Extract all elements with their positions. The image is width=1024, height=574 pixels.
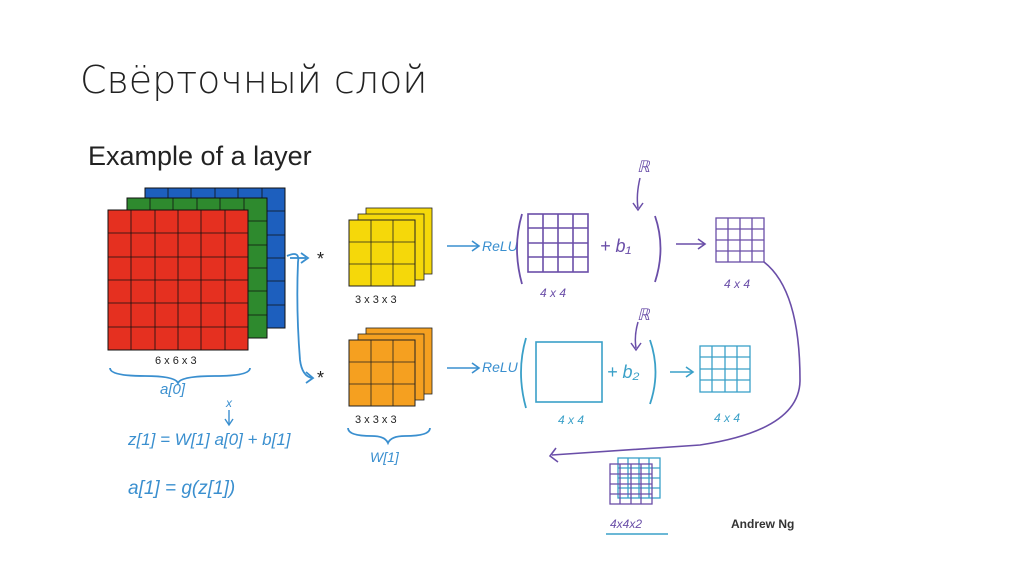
row2-arrow: [447, 362, 481, 374]
author-credit: Andrew Ng: [731, 517, 794, 531]
input-size-label: 6 x 6 x 3: [155, 355, 197, 367]
filter-notation: W[1]: [370, 449, 400, 465]
filter-1: [348, 207, 433, 287]
relu-label-2: ReLU: [482, 359, 519, 375]
stack-curve-arrowhead: [548, 447, 559, 463]
activation-grid-1: [715, 217, 765, 263]
conv-operator-1: *: [317, 249, 324, 269]
fork-arrow: [286, 253, 313, 379]
fork-arrowhead-top: [300, 252, 310, 264]
conv-operator-2: *: [317, 368, 324, 388]
equation-z: z[1] = W[1] a[0] + b[1]: [127, 430, 292, 449]
filter-1-size-label: 3 x 3 x 3: [355, 294, 397, 306]
activation-grid-2: [699, 345, 751, 393]
paren-close-1: [654, 215, 662, 283]
row1-arrow: [447, 240, 481, 252]
filter-2-size-label: 3 x 3 x 3: [355, 414, 397, 426]
stack-curve: [551, 261, 801, 456]
input-notation: a[0]: [160, 381, 186, 398]
paren-open-1: [516, 213, 523, 285]
activation-size-1: 4 x 4: [724, 277, 750, 291]
conv-output-size-1: 4 x 4: [540, 286, 566, 300]
fork-arrowhead-bottom: [305, 371, 315, 384]
conv-output-size-2: 4 x 4: [558, 413, 584, 427]
x-marker-arrowhead: [224, 418, 234, 427]
bias-domain-arrow-2: [634, 321, 639, 349]
output-volume-size: 4x4x2: [610, 517, 642, 531]
output-volume: [609, 457, 661, 505]
bias-domain-1: ℝ: [637, 159, 651, 176]
activation-size-2: 4 x 4: [714, 411, 740, 425]
bias-2: + b₂: [607, 362, 640, 382]
filter-2: [348, 327, 433, 407]
input-volume: [107, 187, 286, 351]
bias-domain-arrowhead-2: [630, 342, 642, 352]
row2-out-arrow: [670, 366, 695, 378]
slide-title: Свёрточный слой: [80, 58, 428, 102]
figure-subtitle: Example of a layer: [88, 141, 312, 171]
conv-output-grid-1: [527, 213, 589, 273]
bias-domain-arrow-1: [636, 177, 641, 209]
x-marker: x: [225, 396, 233, 410]
equation-a: a[1] = g(z[1]): [128, 478, 235, 499]
bias-domain-2: ℝ: [637, 307, 651, 324]
paren-open-2: [520, 337, 527, 409]
bias-domain-arrowhead-1: [632, 202, 644, 212]
paren-close-2: [649, 339, 657, 405]
filter-brace: [347, 427, 431, 446]
row1-out-arrow: [676, 238, 707, 250]
bias-1: + b₁: [600, 236, 632, 256]
input-brace: [109, 367, 251, 386]
input-channel-red: [107, 209, 249, 351]
relu-label-1: ReLU: [482, 238, 519, 254]
conv-output-box-2: [535, 341, 603, 403]
